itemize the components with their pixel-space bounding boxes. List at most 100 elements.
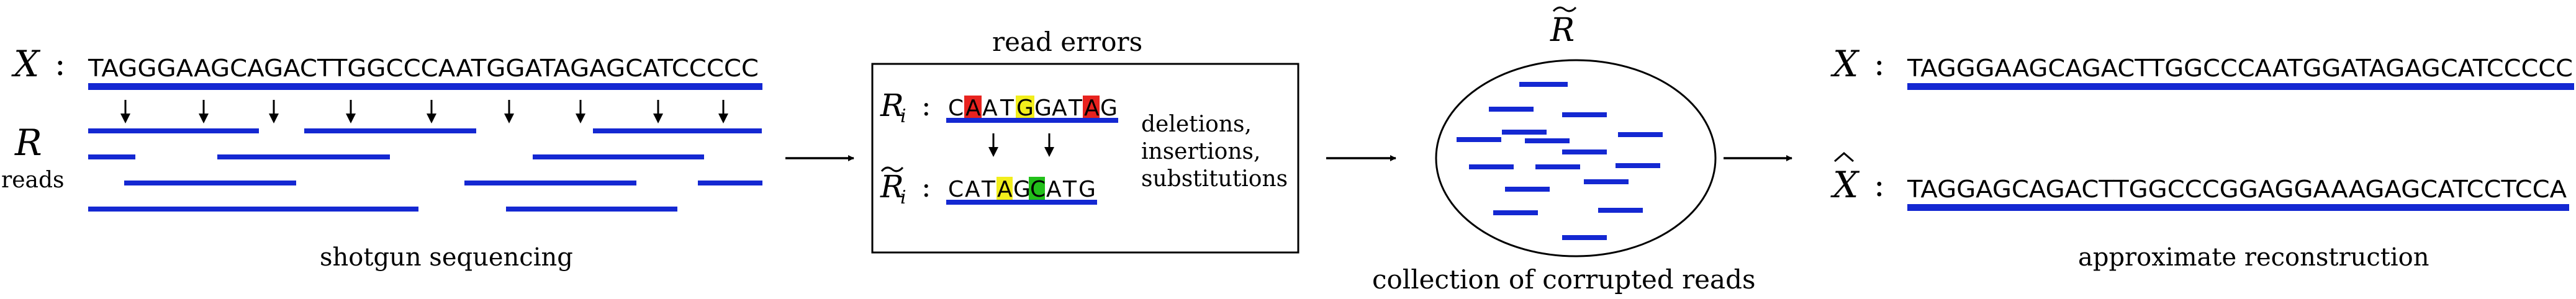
read-fragments — [88, 128, 762, 212]
read-fragment — [88, 154, 135, 159]
corrupted-reads — [1457, 82, 1663, 240]
ri-tilde-subscript: i — [900, 187, 906, 208]
corrupted-read — [1535, 164, 1580, 169]
true-sequence-underline — [1907, 83, 2574, 90]
corruption-arrow — [988, 133, 998, 157]
corruption-arrows — [988, 133, 1054, 157]
sampling-arrow — [120, 100, 130, 123]
corrupted-read — [1562, 235, 1607, 240]
read-errors-box — [871, 63, 1299, 254]
ri-subscript: i — [900, 105, 906, 127]
collection-tilde-mark — [1552, 6, 1577, 12]
corrupted-read — [1493, 210, 1538, 215]
x-colon: : — [55, 46, 66, 83]
corrupted-read — [1469, 164, 1514, 169]
reconstructed-sequence: TAGGAGCAGACTTGGCCCGGAGGAAAGAGCATCCTCCA — [1907, 176, 2567, 203]
read-original-base: A — [1052, 96, 1067, 121]
collection-ellipse — [1435, 59, 1717, 257]
shotgun-panel: X : TAGGGAAGCAGACTTGGCCCAATGGATAGAGCATCC… — [1, 43, 762, 272]
read-corrupted-base: G — [1078, 177, 1096, 202]
read-fragment — [698, 181, 762, 185]
ri-colon: : — [921, 89, 931, 122]
collection-panel: R collection of corrupted reads — [1372, 6, 1756, 295]
ri-tilde-mark — [880, 166, 904, 172]
read-fragment — [88, 207, 248, 212]
sampling-arrow — [427, 100, 436, 123]
corrupted-read — [1618, 132, 1663, 137]
corrupted-read — [1489, 107, 1534, 112]
corrupted-read — [1562, 150, 1607, 154]
corruption-arrow — [1044, 133, 1054, 157]
corrupted-read — [1457, 137, 1501, 142]
read-original-base: G — [1016, 96, 1034, 121]
read-original-base: A — [982, 96, 998, 121]
corrupted-read — [1598, 208, 1643, 213]
corrupted-read — [1525, 138, 1570, 143]
read-corrupted-base: A — [1046, 177, 1062, 202]
reconstruction-panel: X : TAGGGAAGCAGACTTGGCCCAATGGATAGAGCATCC… — [1830, 43, 2574, 272]
sampling-arrow — [576, 100, 585, 123]
source-sequence: TAGGGAAGCAGACTTGGCCCAATGGATAGAGCATCCCCC — [88, 55, 759, 82]
read-corrupted-base: G — [1013, 177, 1031, 202]
error-type: deletions, — [1141, 112, 1252, 137]
true-sequence: TAGGGAAGCAGACTTGGCCCAATGGATAGAGCATCCCCC — [1907, 55, 2573, 82]
read-original-base: C — [948, 96, 964, 121]
sampling-arrows — [120, 100, 728, 123]
read-original-base: T — [1068, 96, 1083, 121]
read-original-base: G — [1100, 96, 1118, 121]
read-fragment — [217, 154, 390, 159]
x-hat-mark — [1834, 152, 1854, 163]
ri-tilde-underline — [946, 200, 1097, 205]
read-errors-title: read errors — [992, 27, 1142, 57]
ri-tilde-highlight-substitution — [1029, 177, 1045, 200]
recon-x-hat-colon: : — [1874, 167, 1885, 204]
read-fragment — [304, 128, 476, 133]
ri-highlights — [964, 96, 1100, 119]
corrupted-read — [1616, 163, 1660, 168]
read-original-base: G — [1034, 96, 1052, 121]
ri-label: R — [880, 87, 904, 123]
recon-x-hat-label: X — [1830, 164, 1860, 206]
read-fragment — [533, 154, 704, 159]
read-original-base: A — [965, 96, 981, 121]
ri-tilde-colon: : — [921, 170, 931, 203]
source-sequence-underline — [88, 83, 762, 90]
read-corrupted-base: T — [981, 177, 996, 202]
error-type: insertions, — [1141, 139, 1260, 164]
ri-highlight-substitution — [1083, 96, 1100, 119]
read-fragment — [124, 181, 296, 185]
sampling-arrow — [718, 100, 728, 123]
ri-highlight-deletion — [1016, 96, 1034, 119]
corrupted-read — [1562, 112, 1607, 117]
ri-tilde-label: R — [880, 169, 904, 205]
ri-highlight-substitution — [964, 96, 982, 119]
read-original-base: T — [1000, 96, 1015, 121]
sampling-arrow — [504, 100, 514, 123]
sampling-arrow — [653, 100, 663, 123]
error-type: substitutions — [1141, 166, 1288, 192]
read-corrupted-base: C — [1030, 177, 1046, 202]
x-label: X — [11, 43, 41, 85]
ri-tilde-highlights — [997, 177, 1045, 200]
corrupted-read — [1502, 130, 1547, 135]
error-types: deletions, insertions, substitutions — [1141, 112, 1288, 192]
shotgun-caption: shotgun sequencing — [320, 243, 573, 272]
collection-caption: collection of corrupted reads — [1372, 264, 1756, 295]
read-fragment — [506, 207, 677, 212]
sampling-arrow — [269, 100, 279, 123]
reconstructed-sequence-underline — [1907, 204, 2569, 211]
read-original: C A A T G G A T A G — [948, 96, 1118, 121]
corrupted-read — [1584, 179, 1629, 184]
read-corrupted: C A T A G C A T G — [948, 177, 1096, 202]
read-corrupted-base: C — [948, 177, 964, 202]
recon-x-colon: : — [1874, 46, 1885, 83]
reads-symbol: R — [14, 122, 42, 164]
sampling-arrow — [199, 100, 209, 123]
read-corrupted-base: A — [965, 177, 980, 202]
read-corrupted-base: A — [997, 177, 1013, 202]
read-fragment — [593, 128, 762, 133]
collection-symbol: R — [1550, 12, 1575, 49]
reconstruction-caption: approximate reconstruction — [2078, 243, 2429, 272]
read-fragment — [88, 128, 259, 133]
